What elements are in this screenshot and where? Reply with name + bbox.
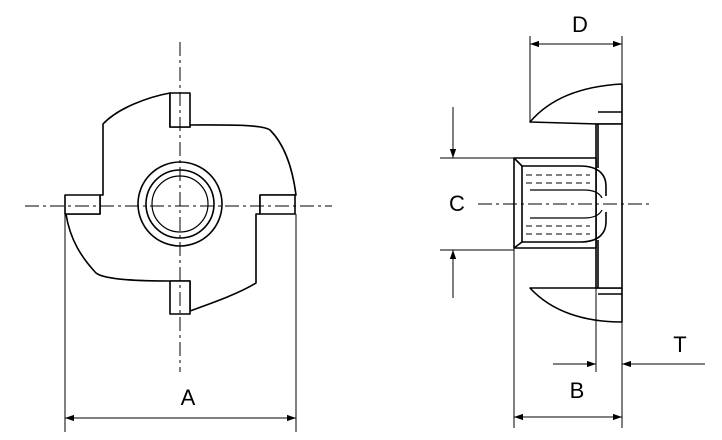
bore-lower <box>522 212 607 243</box>
label-c: C <box>449 191 465 216</box>
bore-lower-inner <box>530 209 603 219</box>
dimension-d <box>529 36 623 122</box>
thread-hidden-lines <box>526 174 590 235</box>
label-a: A <box>181 385 196 410</box>
barrel-side <box>513 157 597 249</box>
label-b: B <box>570 378 585 403</box>
dimension-a <box>64 214 297 432</box>
dimension-c <box>440 107 514 298</box>
prong-lower-side <box>529 287 623 323</box>
barrel-chamfer-bottom <box>513 241 523 249</box>
bore-upper <box>522 165 607 196</box>
dimension-b <box>513 248 623 428</box>
prong-left <box>64 194 101 215</box>
side-view <box>513 83 623 323</box>
label-t: T <box>673 332 686 357</box>
barrel-chamfer-top <box>513 157 523 167</box>
bore-upper-inner <box>530 189 603 199</box>
prong-right <box>259 194 296 215</box>
prong-upper-side <box>529 83 623 125</box>
label-d: D <box>572 12 588 37</box>
flange-side <box>595 123 623 289</box>
dimension-t <box>553 288 705 372</box>
front-centerlines <box>25 42 332 372</box>
